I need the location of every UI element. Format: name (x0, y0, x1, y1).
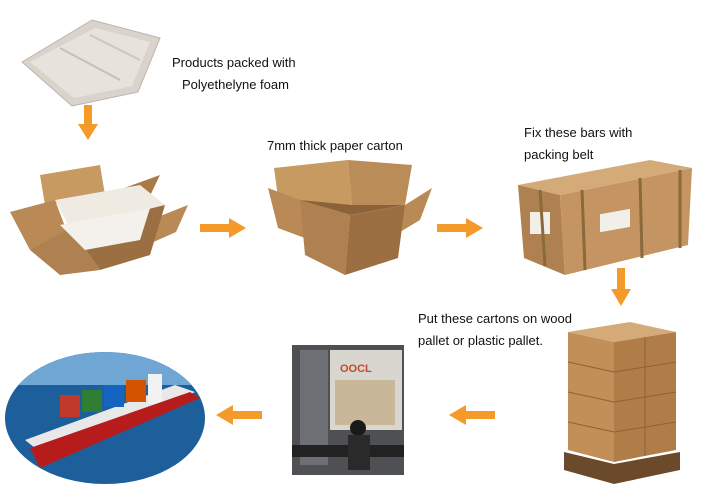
caption-bars: Fix these bars with packing belt (524, 122, 632, 166)
caption-carton: 7mm thick paper carton (267, 135, 403, 157)
caption-foam: Products packed with Polyethelyne foam (172, 52, 296, 96)
caption-pallet: Put these cartons on wood pallet or plas… (418, 308, 572, 352)
caption-pallet-line2: pallet or plastic pallet. (418, 333, 544, 348)
caption-bars-line1: Fix these bars with (524, 125, 633, 140)
caption-carton-line1: 7mm thick paper carton (267, 138, 403, 153)
caption-bars-line2: packing belt (524, 147, 594, 162)
container-logo: OOCL (340, 363, 372, 375)
caption-foam-line1: Products packed with (172, 55, 296, 70)
caption-foam-line2: Polyethelyne foam (182, 77, 289, 92)
caption-pallet-line1: Put these cartons on wood (418, 311, 572, 326)
